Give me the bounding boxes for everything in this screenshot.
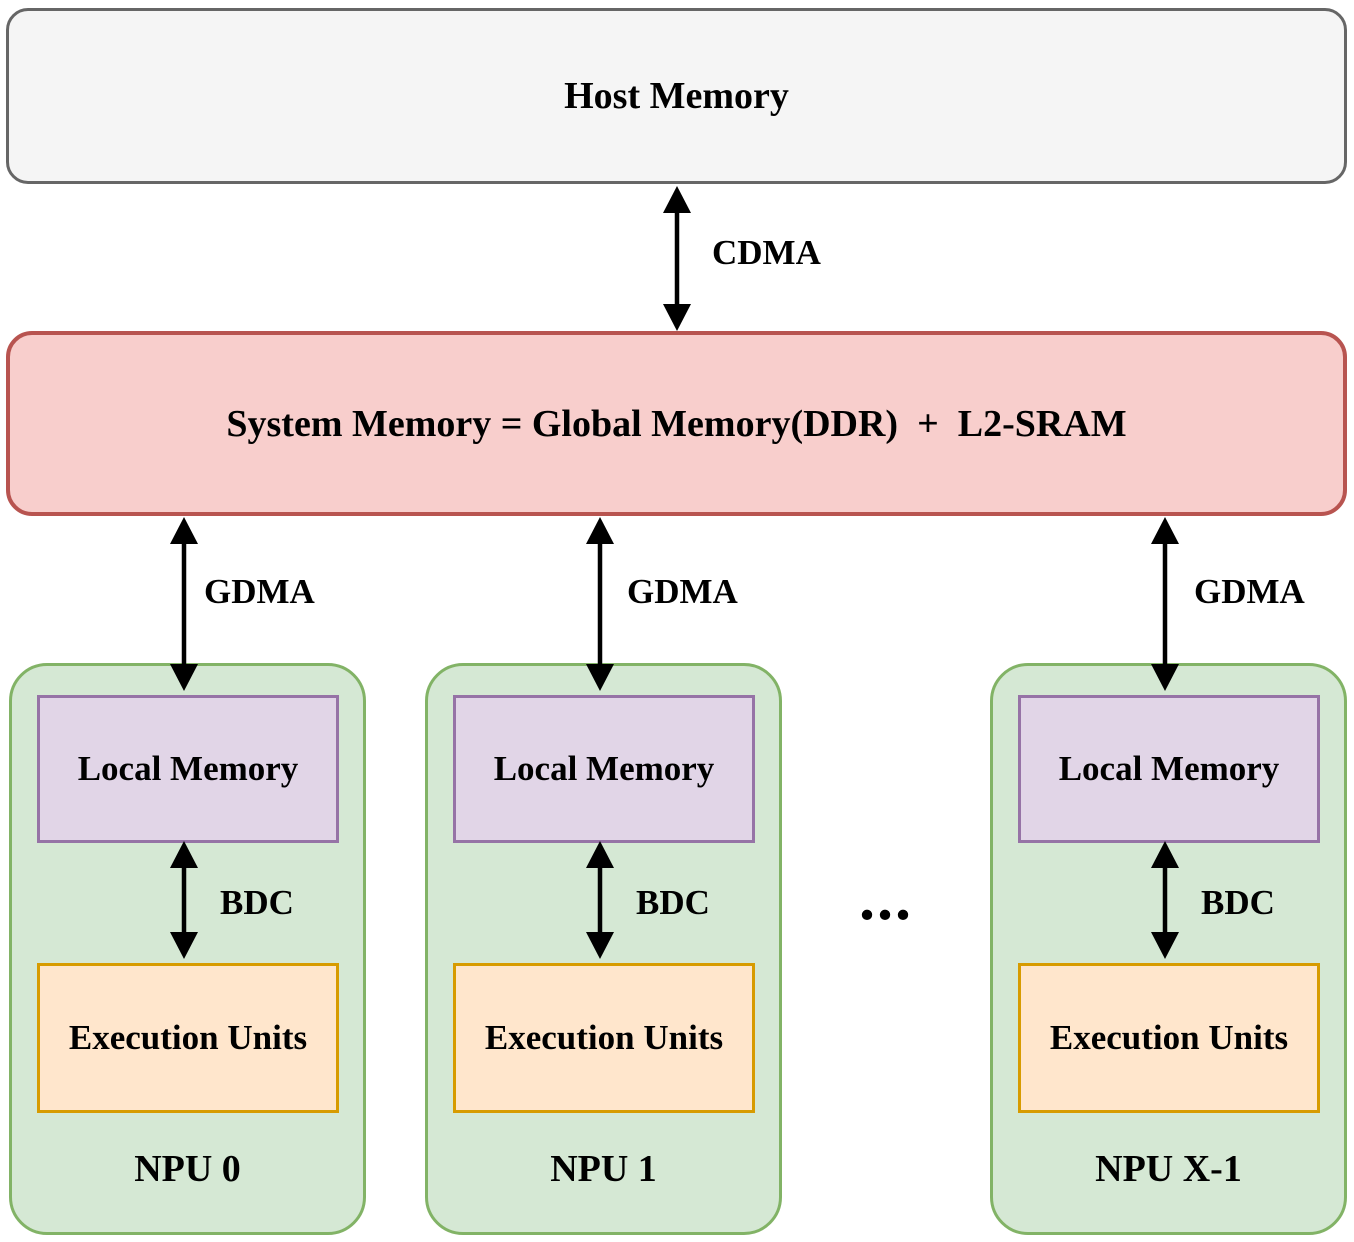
npu-name: NPU X-1 <box>1095 1148 1242 1190</box>
npu-name: NPU 1 <box>550 1148 657 1190</box>
bdc-link-label: BDC <box>636 883 710 922</box>
npu-card-1: Local Memory BDC Execution Units NPU 1 <box>425 663 782 1235</box>
local-memory-box: Local Memory <box>1018 695 1320 843</box>
bdc-link-label: BDC <box>220 883 294 922</box>
npu-card-0: Local Memory BDC Execution Units NPU 0 <box>9 663 366 1235</box>
gdma-link-label-0: GDMA <box>204 572 315 611</box>
execution-units-label: Execution Units <box>484 1018 724 1057</box>
ellipsis: ... <box>859 862 913 933</box>
local-memory-label: Local Memory <box>77 749 299 788</box>
execution-units-label: Execution Units <box>68 1018 308 1057</box>
host-memory-label: Host Memory <box>564 75 789 117</box>
execution-units-label: Execution Units <box>1049 1018 1289 1057</box>
execution-units-box: Execution Units <box>453 963 755 1113</box>
bdc-link-label: BDC <box>1201 883 1275 922</box>
local-memory-label: Local Memory <box>1058 749 1280 788</box>
execution-units-box: Execution Units <box>37 963 339 1113</box>
system-memory-label: System Memory = Global Memory(DDR) + L2-… <box>226 402 1127 445</box>
npu-card-x-1: Local Memory BDC Execution Units NPU X-1 <box>990 663 1347 1235</box>
execution-units-box: Execution Units <box>1018 963 1320 1113</box>
gdma-link-label-1: GDMA <box>627 572 738 611</box>
cdma-arrow <box>663 186 691 331</box>
npu-name: NPU 0 <box>134 1148 241 1190</box>
local-memory-box: Local Memory <box>37 695 339 843</box>
host-memory-box: Host Memory <box>6 8 1347 184</box>
local-memory-label: Local Memory <box>493 749 715 788</box>
cdma-link-label: CDMA <box>712 233 821 272</box>
gdma-link-label-2: GDMA <box>1194 572 1305 611</box>
local-memory-box: Local Memory <box>453 695 755 843</box>
system-memory-box: System Memory = Global Memory(DDR) + L2-… <box>6 331 1347 516</box>
